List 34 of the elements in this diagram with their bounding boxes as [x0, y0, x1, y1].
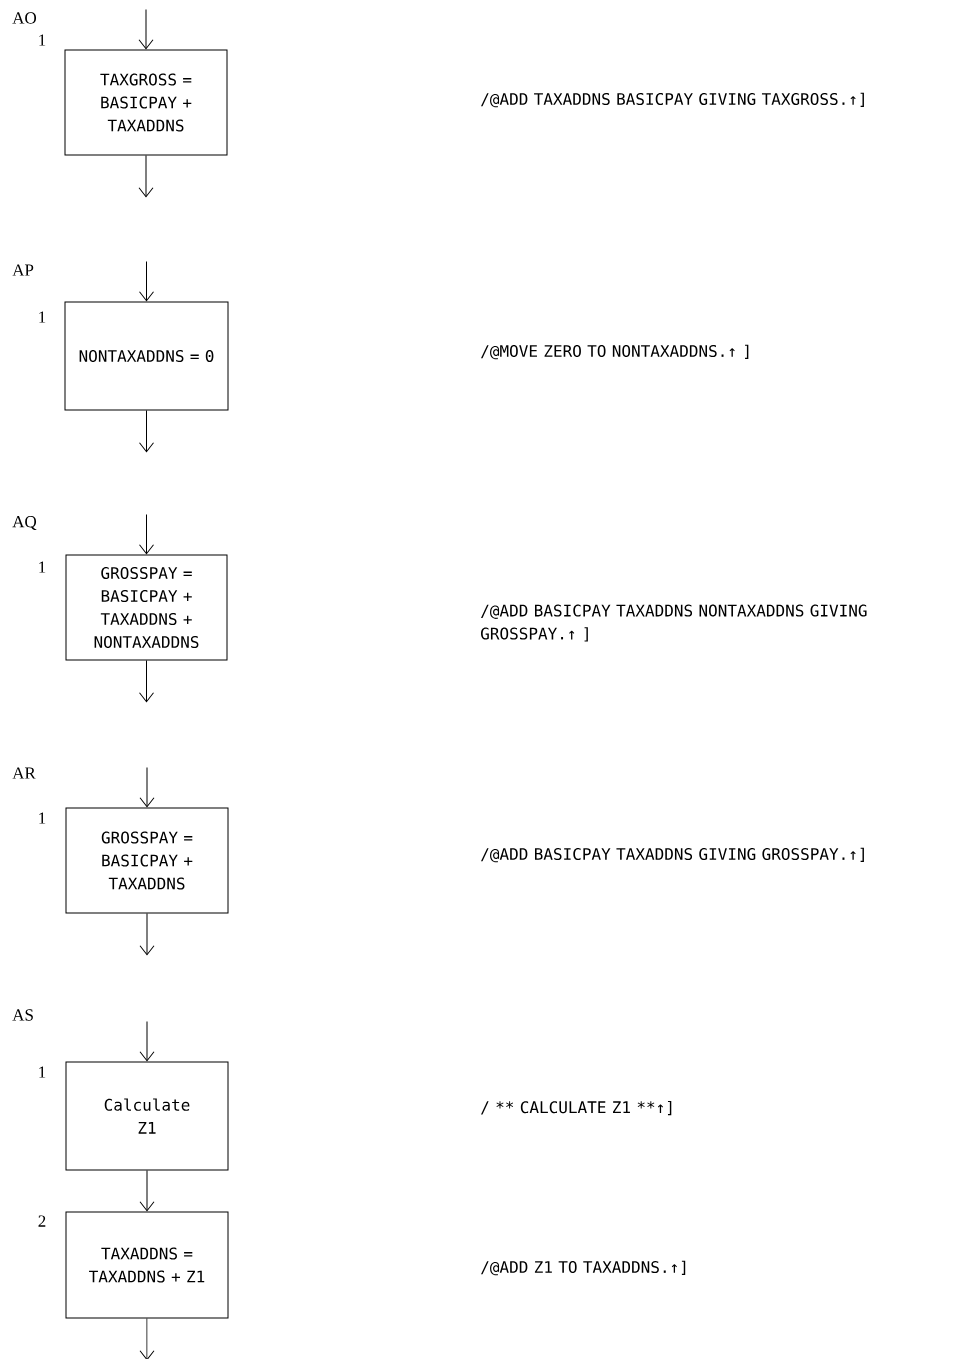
arrow — [139, 913, 155, 956]
code-line: /@ADD TAXADDNS BASICPAY GIVING TAXGROSS.↑] — [481, 92, 864, 108]
process-box: TAXADDNS = TAXADDNS + Z1 — [65, 1211, 229, 1319]
step-number: 1 — [39, 1066, 46, 1078]
step-number: 1 — [39, 561, 46, 573]
arrow — [139, 767, 155, 808]
code-line: /@ADD BASICPAY TAXADDNS GIVING GROSSPAY.↑] — [481, 847, 864, 863]
arrow — [139, 261, 154, 302]
arrow — [139, 1318, 155, 1359]
step-number: 1 — [39, 812, 46, 824]
section-label: AO — [12, 12, 37, 24]
code-line: /@ADD Z1 TO TAXADDNS.↑] — [481, 1260, 686, 1276]
arrow — [138, 155, 154, 198]
code-line: /@ADD BASICPAY TAXADDNS NONTAXADDNS GIVING GROSSPAY.↑ ] — [481, 604, 867, 642]
process-box: TAXGROSS = BASICPAY + TAXADDNS — [64, 49, 228, 156]
process-box: NONTAXADDNS = 0 — [64, 301, 229, 411]
section-label: AR — [12, 767, 36, 779]
step-number: 2 — [38, 1215, 46, 1227]
step-number: 1 — [39, 34, 46, 46]
arrow — [139, 660, 154, 703]
arrow — [139, 1170, 155, 1212]
arrow — [139, 1021, 155, 1062]
process-box: Calculate Z1 — [65, 1061, 229, 1171]
arrow — [138, 9, 154, 50]
arrow — [139, 514, 154, 555]
section-label: AP — [12, 264, 34, 276]
process-box: GROSSPAY = BASICPAY + TAXADDNS — [65, 807, 229, 914]
section-label: AQ — [12, 516, 37, 530]
arrow — [139, 410, 154, 453]
section-label: AS — [12, 1009, 33, 1021]
code-line: / ** CALCULATE Z1 **↑] — [481, 1100, 672, 1116]
step-number: 1 — [39, 311, 46, 323]
code-line: /@MOVE ZERO TO NONTAXADDNS.↑ ] — [481, 344, 749, 360]
process-box: GROSSPAY = BASICPAY + TAXADDNS + NONTAXADDNS — [65, 554, 228, 661]
